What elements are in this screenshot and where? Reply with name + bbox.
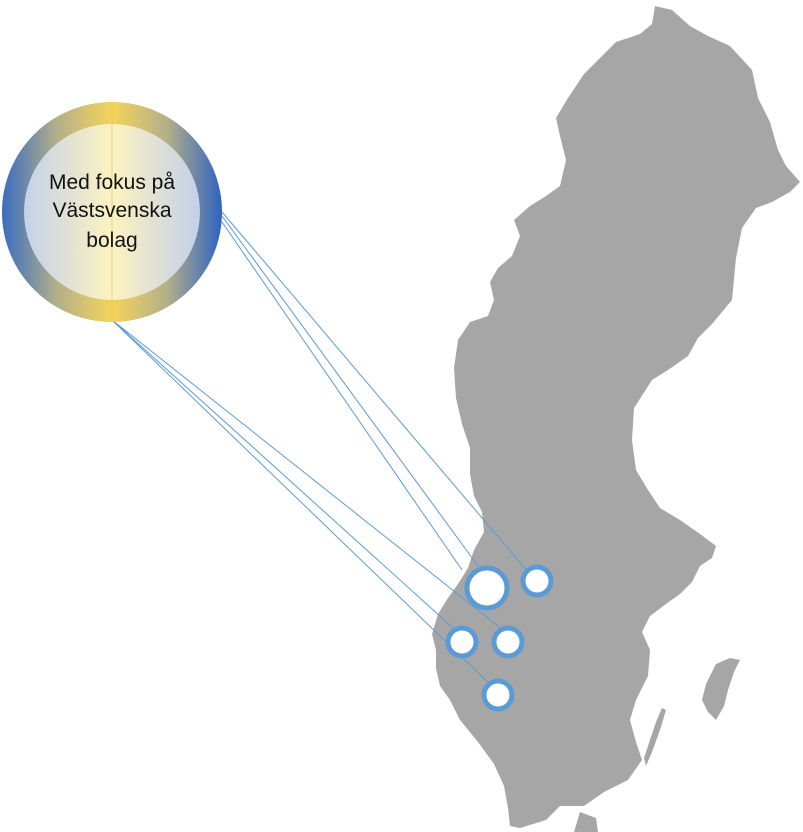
oland-island-icon (644, 708, 666, 766)
location-circle-icon[interactable] (481, 678, 515, 712)
location-markers (445, 564, 554, 712)
gotland-island-icon (702, 658, 740, 720)
connector-line (221, 221, 463, 571)
location-circle-icon[interactable] (445, 625, 479, 659)
callout-line-3: bolag (86, 229, 137, 252)
connector-lines (111, 211, 529, 691)
location-circle-icon[interactable] (520, 564, 554, 598)
callout-line-2: Västsvenska (52, 199, 171, 222)
connector-line (111, 319, 463, 637)
callout-circle: Med fokus på Västsvenska bolag (2, 102, 222, 322)
location-circle-icon[interactable] (491, 625, 525, 659)
connector-line (111, 319, 497, 691)
sweden-map-icon (432, 6, 800, 828)
location-circle-icon[interactable] (464, 565, 510, 611)
connector-line (221, 211, 529, 573)
connector-line (111, 319, 509, 635)
callout-line-1: Med fokus på (49, 171, 175, 194)
connector-line (221, 215, 479, 567)
neighbor-coast-icon (574, 812, 598, 832)
